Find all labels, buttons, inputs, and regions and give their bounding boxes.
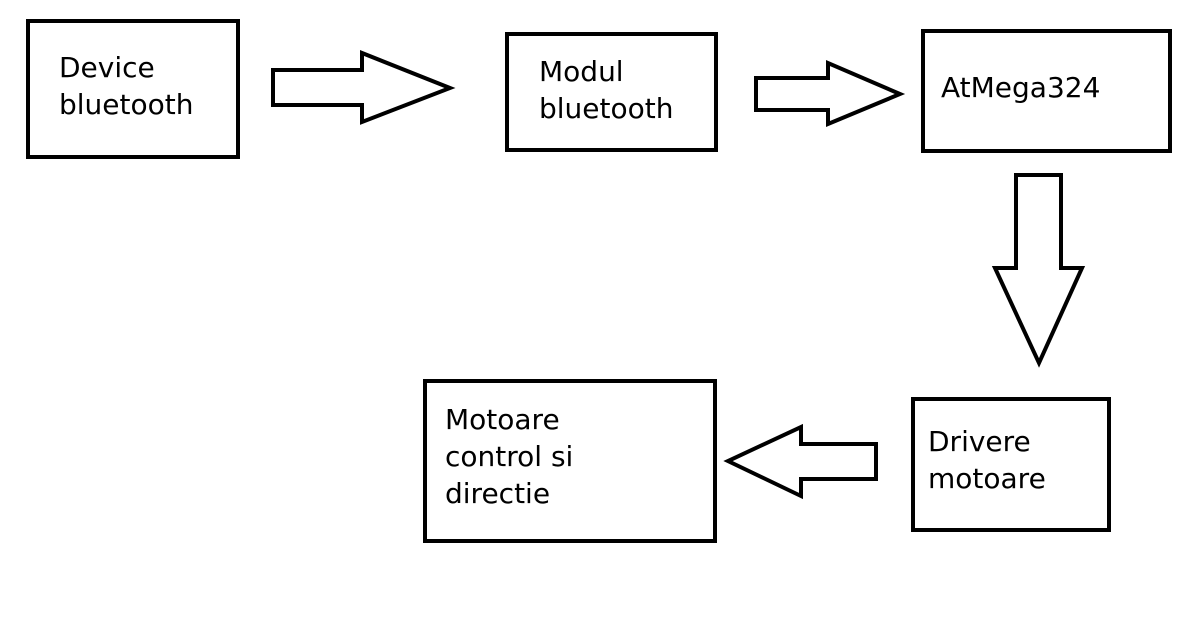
device-bluetooth-box — [26, 19, 240, 159]
device-bluetooth-label: Device bluetooth — [59, 49, 194, 123]
arrow-device-to-modul — [271, 50, 456, 125]
modul-bluetooth-line-1: Modul — [539, 55, 624, 88]
atmega-label: AtMega324 — [941, 69, 1100, 106]
drivere-motoare-box — [911, 397, 1111, 532]
modul-bluetooth-label: Modul bluetooth — [539, 53, 674, 127]
drivere-motoare-line-2: motoare — [928, 462, 1046, 495]
motoare-control-label: Motoare control si directie — [445, 401, 573, 512]
drivere-motoare-line-1: Drivere — [928, 425, 1031, 458]
arrow-drivere-to-motoare — [723, 423, 878, 500]
atmega-box — [921, 29, 1172, 153]
motoare-control-line-3: directie — [445, 477, 551, 510]
modul-bluetooth-box — [505, 32, 718, 152]
arrow-atmega-to-drivere — [991, 173, 1086, 368]
modul-bluetooth-line-2: bluetooth — [539, 92, 674, 125]
motoare-control-line-1: Motoare — [445, 403, 560, 436]
atmega-line-1: AtMega324 — [941, 71, 1101, 104]
motoare-control-box — [423, 379, 717, 543]
device-bluetooth-line-2: bluetooth — [59, 88, 194, 121]
device-bluetooth-line-1: Device — [59, 51, 155, 84]
arrow-modul-to-atmega — [754, 59, 906, 127]
motoare-control-line-2: control si — [445, 440, 574, 473]
drivere-motoare-label: Drivere motoare — [928, 423, 1046, 497]
